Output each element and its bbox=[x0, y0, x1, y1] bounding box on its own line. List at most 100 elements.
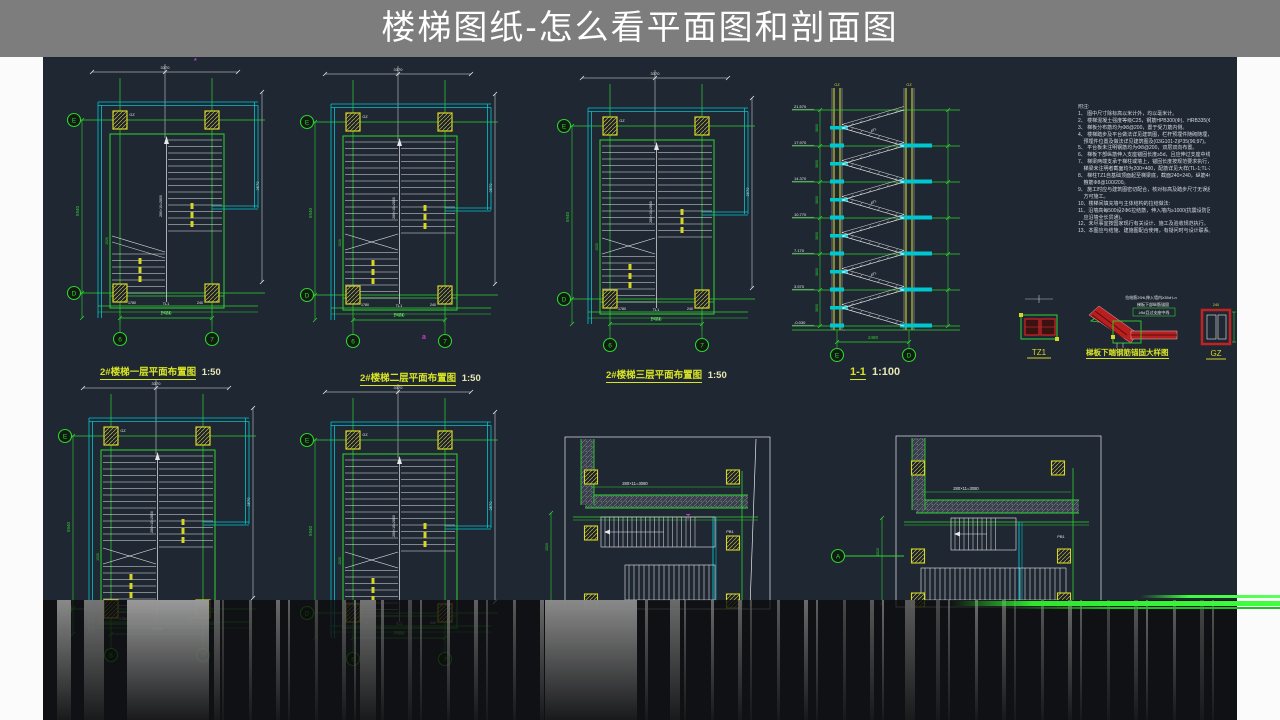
streak-bar bbox=[447, 600, 450, 720]
svg-text:280×10=2800: 280×10=2800 bbox=[159, 195, 163, 217]
svg-text:2480: 2480 bbox=[393, 313, 404, 319]
caption-section-name: 1-1 bbox=[850, 366, 866, 380]
streak-bar bbox=[1080, 600, 1082, 720]
glitch-green-line-2 bbox=[950, 601, 1280, 606]
streak-bar bbox=[711, 600, 714, 720]
magenta-glitch-mark: T bbox=[686, 514, 691, 521]
grid-bubble: 6 bbox=[345, 333, 361, 349]
svg-text:3370: 3370 bbox=[394, 67, 404, 72]
streak-bar bbox=[843, 600, 846, 720]
caption-detail-mid-name: 梯板下端钢筋锚固大样图 bbox=[1086, 348, 1169, 359]
svg-text:GZ: GZ bbox=[906, 82, 912, 87]
svg-text:3600: 3600 bbox=[815, 124, 819, 132]
svg-text:240: 240 bbox=[197, 301, 203, 305]
grid-bubble: D bbox=[66, 285, 82, 301]
svg-text:6: 6 bbox=[608, 342, 612, 349]
tag-column: GZ bbox=[362, 433, 368, 437]
svg-text:7: 7 bbox=[443, 338, 447, 345]
svg-text:6: 6 bbox=[118, 336, 122, 343]
tag-slab: PTB1 bbox=[394, 313, 404, 317]
streak-bar bbox=[750, 600, 752, 720]
svg-text:E: E bbox=[305, 437, 310, 444]
svg-text:D: D bbox=[72, 290, 77, 297]
svg-text:3370: 3370 bbox=[394, 385, 404, 390]
level-label: 3.570 bbox=[794, 284, 805, 289]
note-line: 应沿墙全长贯通)。 bbox=[1078, 214, 1126, 221]
level-label: 14.370 bbox=[794, 176, 807, 181]
svg-text:5940: 5940 bbox=[66, 521, 71, 532]
caption-plan1-scale: 1:50 bbox=[201, 367, 221, 378]
streak-bar bbox=[420, 600, 422, 720]
streak-bar bbox=[381, 600, 384, 720]
grid-bubble: E bbox=[299, 114, 315, 130]
grid-bubble: E bbox=[57, 428, 73, 444]
grid-bubble: 6 bbox=[112, 331, 128, 347]
svg-text:1520: 1520 bbox=[338, 557, 342, 565]
streak-bar bbox=[816, 600, 818, 720]
svg-text:3370: 3370 bbox=[152, 381, 162, 386]
tag-column: GZ bbox=[129, 113, 135, 117]
magenta-glitch-mark: * bbox=[194, 58, 197, 65]
detail-note-3: ≥5d且过支座中线 bbox=[1139, 309, 1170, 315]
detail-tz1-drawing: TZ1 bbox=[1019, 295, 1059, 359]
grid-bubble: 6 bbox=[602, 337, 618, 353]
grid-bubble: D bbox=[556, 291, 572, 307]
svg-text:E: E bbox=[562, 123, 567, 130]
svg-text:3600: 3600 bbox=[815, 196, 819, 204]
streak-bar bbox=[84, 600, 104, 720]
svg-text:3600: 3600 bbox=[815, 232, 819, 240]
svg-text:1520: 1520 bbox=[545, 543, 549, 551]
svg-text:240: 240 bbox=[1213, 303, 1219, 307]
streak-bar bbox=[1146, 600, 1148, 720]
streak-bar bbox=[360, 600, 376, 720]
streak-bar bbox=[486, 600, 488, 720]
streak-bar bbox=[905, 600, 915, 720]
level-label: 7.170 bbox=[794, 248, 805, 253]
level-label: 10.770 bbox=[794, 212, 807, 217]
svg-text:5940: 5940 bbox=[308, 525, 313, 536]
note-line: 附注: bbox=[1078, 104, 1090, 110]
grid-bubble: E bbox=[299, 432, 315, 448]
tag-beam: TL1 bbox=[653, 308, 660, 312]
svg-text:AT1: AT1 bbox=[870, 271, 877, 277]
streak-bar bbox=[1134, 600, 1138, 720]
svg-text:6: 6 bbox=[351, 338, 355, 345]
svg-text:E: E bbox=[72, 117, 77, 124]
right-margin bbox=[1237, 57, 1280, 720]
svg-text:1520: 1520 bbox=[105, 237, 109, 245]
streak-bar bbox=[315, 600, 318, 720]
streak-bar bbox=[127, 600, 209, 720]
svg-text:3570: 3570 bbox=[745, 187, 750, 197]
grid-bubble: 7 bbox=[204, 331, 220, 347]
svg-text:5940: 5940 bbox=[308, 207, 313, 218]
level-label: 17.970 bbox=[794, 140, 807, 145]
video-title: 楼梯图纸-怎么看平面图和剖面图 bbox=[381, 9, 899, 47]
streak-bar bbox=[513, 600, 516, 720]
svg-text:240: 240 bbox=[687, 307, 693, 311]
streak-bar bbox=[545, 600, 637, 720]
svg-text:280×11=3080: 280×11=3080 bbox=[953, 486, 979, 491]
note-line: 箍筋Φ8@100/200。 bbox=[1078, 179, 1129, 186]
grid-bubble: D bbox=[901, 347, 917, 363]
svg-text:E: E bbox=[835, 352, 840, 359]
svg-text:2480: 2480 bbox=[868, 335, 879, 340]
grid-bubble: 7 bbox=[694, 337, 710, 353]
svg-text:E: E bbox=[63, 433, 68, 440]
glitch-streak-band bbox=[43, 600, 1237, 720]
svg-text:3600: 3600 bbox=[815, 268, 819, 276]
svg-text:3600: 3600 bbox=[815, 304, 819, 312]
note-line: 1、 图中尺寸除标高以米计外，均以毫米计。 bbox=[1078, 110, 1178, 117]
note-line: 7、 梯梁两端支承于梯柱或墙上，锚固长度按规范要求执行， bbox=[1078, 159, 1210, 166]
grid-bubble: E bbox=[66, 112, 82, 128]
grid-bubble: E bbox=[829, 347, 845, 363]
svg-text:280×10=2800: 280×10=2800 bbox=[150, 511, 154, 533]
note-line: 6、 梯板下部纵筋伸入支座锚固长度≥5d，且应伸过支座中线。 bbox=[1078, 152, 1210, 159]
svg-text:1520: 1520 bbox=[338, 239, 342, 247]
caption-section-1-1: 1-1 1:100 bbox=[850, 366, 900, 380]
streak-bar bbox=[57, 600, 71, 720]
